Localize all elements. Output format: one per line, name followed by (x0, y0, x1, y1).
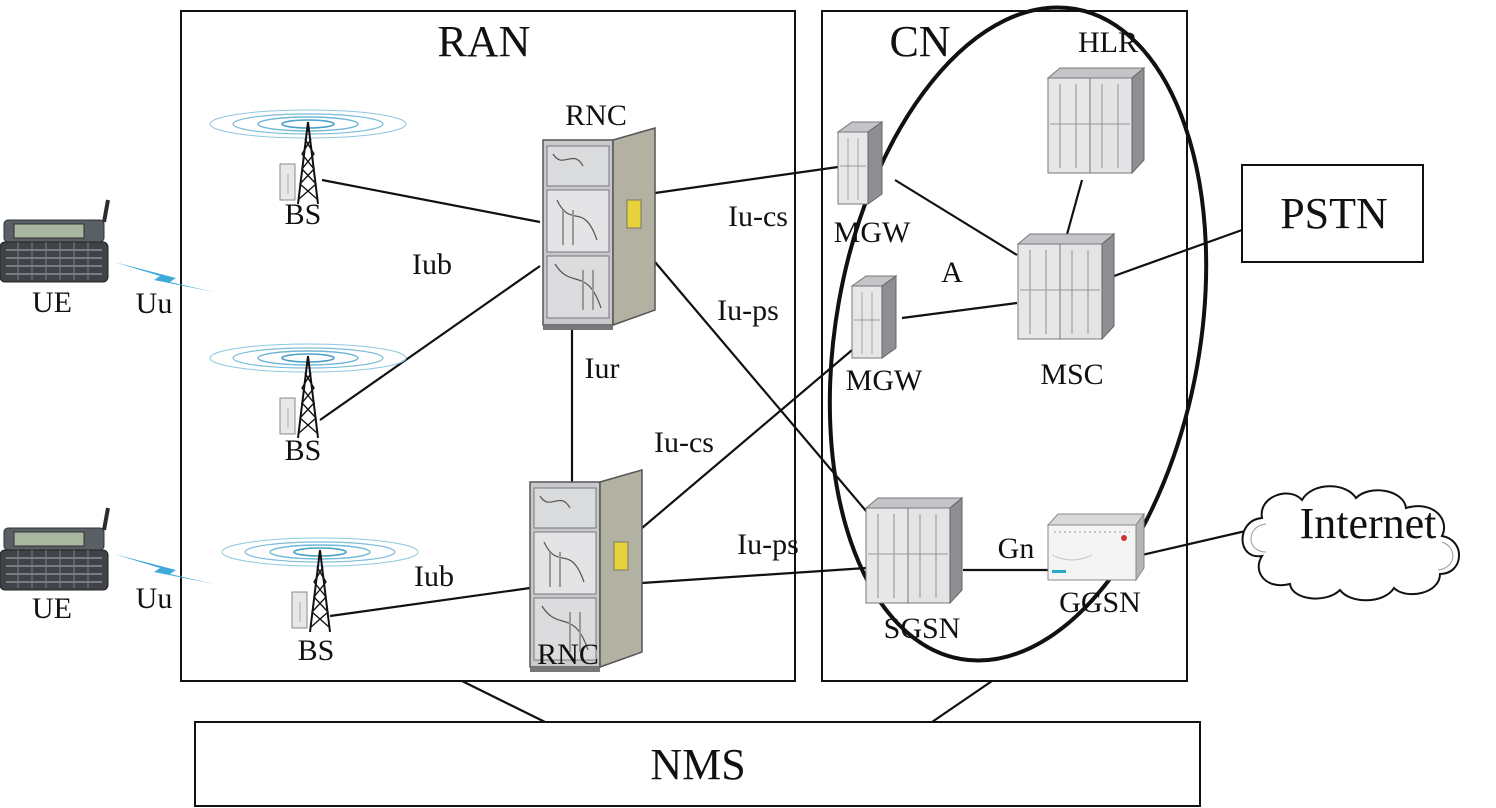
cabinet-icon (542, 127, 656, 331)
router-icon (1046, 512, 1145, 582)
cloud-icon (1241, 485, 1460, 602)
pstn-box (1241, 164, 1424, 263)
link-bs2-rnc (319, 265, 541, 421)
msc-label: MSC (1040, 358, 1103, 391)
mobile-phone-icon (0, 198, 110, 284)
mgw-1-label: MGW (834, 216, 911, 249)
bs-2-label: BS (285, 434, 322, 467)
pstn-label: PSTN (1280, 189, 1388, 238)
link-bs3-rnc (329, 586, 531, 618)
link-ran-nms (461, 680, 546, 723)
ggsn-label: GGSN (1059, 586, 1141, 619)
link-rnc-mgw1 (654, 164, 846, 195)
bs-3-label: BS (298, 634, 335, 667)
server-rack-icon (865, 497, 963, 604)
uu-bottom-label: Uu (136, 582, 173, 615)
link-hlr-msc (1064, 179, 1084, 239)
internet-label: Internet (1300, 499, 1437, 548)
server-rack-icon (1047, 67, 1145, 174)
iur-label: Iur (585, 352, 620, 385)
link-msc-pstn (1113, 228, 1243, 278)
base-station-tower-icon (209, 343, 407, 439)
mobile-phone-icon (0, 506, 110, 592)
server-rack-icon (837, 121, 883, 205)
a-interface-label: A (941, 256, 963, 289)
cn-label: CN (889, 17, 950, 66)
iu-ps-bottom-label: Iu-ps (737, 528, 799, 561)
link-rnc2-sgsn (641, 566, 867, 585)
gn-label: Gn (998, 532, 1035, 565)
ran-box (180, 10, 796, 682)
iu-cs-bottom-label: Iu-cs (654, 426, 714, 459)
nms-label: NMS (650, 740, 745, 789)
link-ggsn-internet (1141, 528, 1251, 557)
iu-ps-top-label: Iu-ps (717, 294, 779, 327)
rnc-top-label: RNC (565, 99, 627, 132)
cn-box (821, 10, 1188, 682)
iu-cs-top-label: Iu-cs (728, 200, 788, 233)
core-network-ellipse (827, 5, 1209, 663)
base-station-tower-icon (221, 537, 419, 633)
ue-top-label: UE (32, 286, 72, 319)
links (319, 164, 1251, 723)
link-rnc-sgsn (654, 261, 873, 519)
lightning-link-icon (114, 554, 214, 584)
hlr-label: HLR (1078, 26, 1138, 59)
sgsn-label: SGSN (884, 612, 961, 645)
bs-1-label: BS (285, 198, 322, 231)
ran-label: RAN (438, 17, 531, 66)
rnc-bottom-label: RNC (537, 638, 599, 671)
iub-top-label: Iub (412, 248, 452, 281)
link-rnc2-mgw2 (641, 344, 859, 529)
ue-bottom-label: UE (32, 592, 72, 625)
iub-bottom-label: Iub (414, 560, 454, 593)
server-rack-icon (851, 275, 897, 359)
link-mgw2-msc (901, 301, 1018, 320)
mgw-2-label: MGW (846, 364, 923, 397)
link-cn-nms (931, 680, 993, 723)
server-rack-icon (1017, 233, 1115, 340)
nms-box (194, 721, 1201, 807)
link-bs1-rnc (321, 178, 541, 224)
link-mgw1-msc (894, 179, 1018, 256)
uu-top-label: Uu (136, 287, 173, 320)
